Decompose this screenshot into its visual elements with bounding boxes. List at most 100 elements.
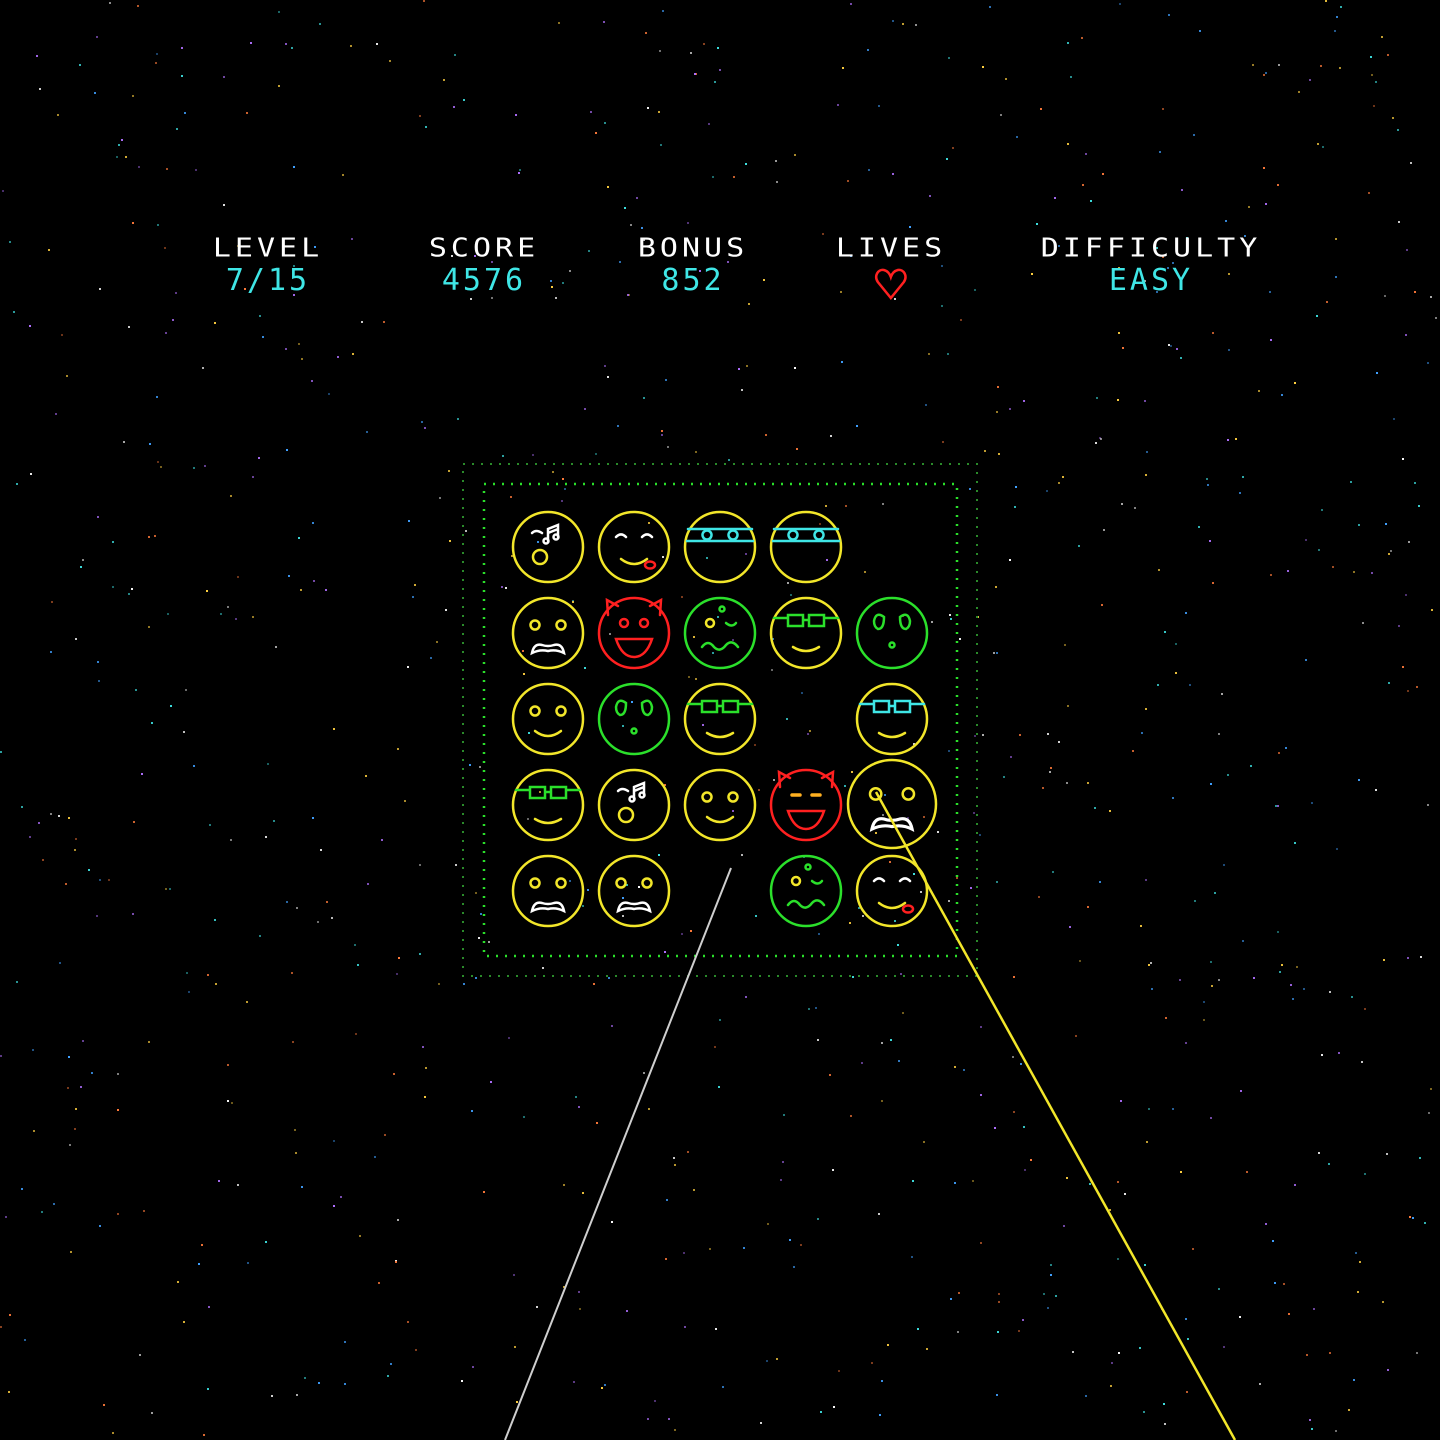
star [923,816,925,818]
star [1023,1126,1025,1128]
star [564,488,566,490]
star [1281,394,1283,396]
emoji-tile-ninja[interactable] [683,510,757,584]
star [1185,1318,1187,1320]
star [982,66,984,68]
emoji-tile-devil-angry[interactable] [769,768,843,842]
star [33,1130,35,1132]
star [502,455,504,457]
star [1157,684,1159,686]
star [947,353,949,355]
star [1042,787,1044,789]
star [337,356,339,358]
star [397,1219,399,1221]
star [913,873,915,875]
star [889,861,891,863]
star [1428,1112,1430,1114]
star [829,1074,831,1076]
emoji-tile-sick[interactable] [683,596,757,670]
star [760,1422,762,1424]
star [1277,805,1279,807]
star [882,503,884,505]
star [584,408,586,410]
star [50,813,52,815]
board-inner-border [482,482,959,958]
star [1223,1346,1225,1348]
star [892,173,894,175]
emoji-tile-smile[interactable] [511,682,585,756]
star [480,913,482,915]
emoji-tile-tongue[interactable] [597,510,671,584]
star [463,99,465,101]
star [151,722,153,724]
star [607,186,609,188]
emoji-tile-glasses-cyan[interactable] [855,682,929,756]
emoji-tile-smile[interactable] [683,768,757,842]
star [714,1046,716,1048]
star [980,1026,982,1028]
star [30,473,32,475]
star [463,983,465,985]
emoji-tile-sick[interactable] [769,854,843,928]
star [1279,971,1281,973]
star [1240,1090,1242,1092]
star [1228,349,1230,351]
star [882,814,884,816]
star [91,1072,93,1074]
emoji-tile-mustache[interactable] [846,758,938,850]
star [1145,708,1147,710]
star [604,1384,606,1386]
emoji-tile-glasses-green[interactable] [769,596,843,670]
star [293,294,295,296]
star [695,451,697,453]
star [587,889,589,891]
star [80,566,82,568]
star [1427,362,1429,364]
star [1015,486,1017,488]
emoji-tile-glasses-green[interactable] [511,768,585,842]
star [148,626,150,628]
star [1117,1258,1119,1260]
star [980,1094,982,1096]
emoji-tile-singing[interactable] [511,510,585,584]
star [1140,925,1142,927]
emoji-tile-devil[interactable] [597,596,671,670]
star [995,586,997,588]
star [166,168,168,170]
star [771,669,773,671]
star [763,279,765,281]
star [973,812,975,814]
star [223,76,225,78]
star [451,255,453,257]
star [98,680,100,682]
emoji-grid[interactable] [511,510,938,928]
emoji-tile-glasses-green[interactable] [683,682,757,756]
star [32,1049,34,1051]
star [911,1256,913,1258]
emoji-tile-mustache[interactable] [511,596,585,670]
bonus-label: BONUS [637,233,749,264]
star [754,744,756,746]
emoji-tile-mustache[interactable] [597,854,671,928]
star [994,1127,996,1129]
star [537,541,539,543]
star [1252,64,1254,66]
star [1150,962,1152,964]
star [902,23,904,25]
emoji-tile-tongue[interactable] [855,854,929,928]
star [0,1055,2,1057]
star [622,897,624,899]
emoji-tile-ninja[interactable] [769,510,843,584]
star [1144,1264,1146,1266]
emoji-tile-alien[interactable] [597,682,671,756]
star [782,1161,784,1163]
emoji-tile-mustache[interactable] [511,854,585,928]
star [1390,550,1392,552]
star [715,1328,717,1330]
emoji-tile-singing[interactable] [597,768,671,842]
star [948,57,950,59]
emoji-tile-alien[interactable] [855,596,929,670]
star [841,361,843,363]
star [1085,1395,1087,1397]
